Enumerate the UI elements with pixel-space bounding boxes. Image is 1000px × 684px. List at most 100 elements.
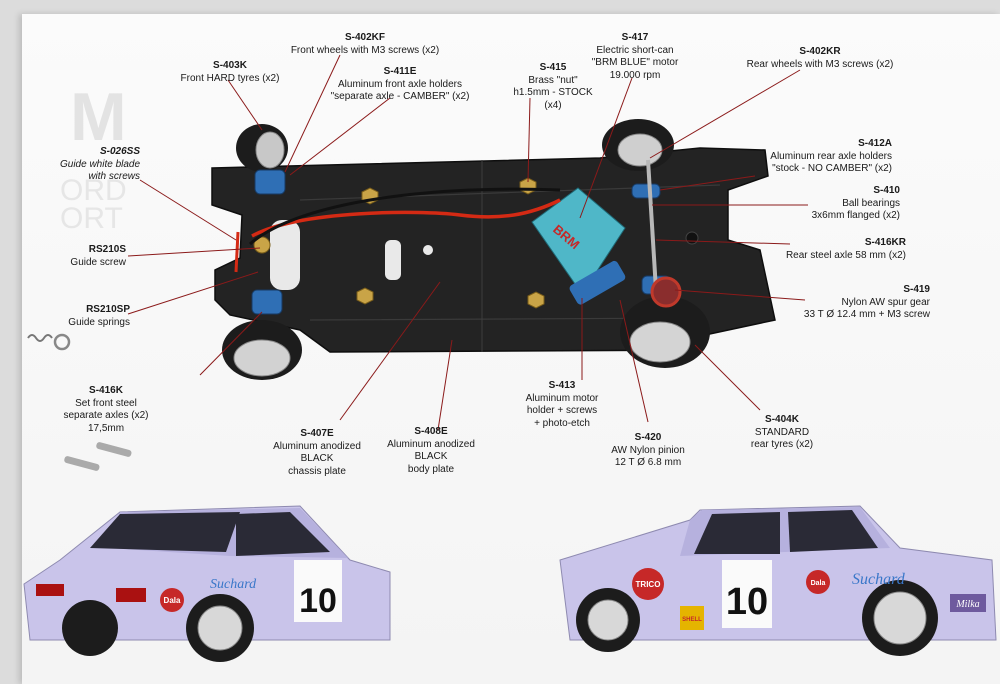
part-code: RS210SP	[86, 304, 130, 315]
car-rear-view	[23, 505, 391, 662]
part-desc: body plate	[407, 463, 455, 475]
part-code: S-407E	[300, 428, 334, 439]
body-post	[685, 231, 699, 245]
label-s404k: S-404K STANDARD rear tyres (x2)	[742, 414, 822, 452]
label-s415: S-415 Brass "nut" h1.5mm - STOCK (x4)	[498, 62, 608, 112]
part-desc: Aluminum rear axle holders	[770, 150, 892, 162]
chassis-hole	[423, 245, 433, 255]
label-s416kr: S-416KR Rear steel axle 58 mm (x2)	[760, 237, 906, 262]
part-code: S-420	[634, 432, 662, 443]
label-s403k: S-403K Front HARD tyres (x2)	[170, 60, 290, 85]
motor: BRM	[531, 187, 626, 305]
part-code: S-403K	[213, 60, 247, 71]
rear-tyre-bottom	[620, 296, 710, 368]
car-front-view	[559, 505, 997, 656]
part-desc: AW Nylon pinion	[611, 444, 685, 456]
part-desc: Set front steel	[75, 397, 137, 409]
part-desc: Ball bearings	[842, 197, 900, 209]
label-s026ss: S-026SS Guide white blade with screws	[60, 146, 140, 184]
dala-decal-front-text: Dala	[811, 580, 826, 587]
part-desc: separate axles (x2)	[63, 410, 149, 421]
milka-decal-text: Milka	[955, 599, 979, 610]
part-code: S-404K	[765, 414, 799, 425]
label-s407e: S-407E Aluminum anodized BLACK chassis p…	[262, 428, 372, 478]
part-desc: Aluminum anodized	[273, 440, 361, 452]
part-code: S-410	[873, 185, 900, 196]
part-desc: "BRM BLUE" motor	[591, 57, 679, 68]
label-s412a: S-412A Aluminum rear axle holders "stock…	[740, 138, 892, 176]
label-s402kf: S-402KF Front wheels with M3 screws (x2)	[270, 32, 460, 57]
watermark-text: ORD	[60, 174, 127, 207]
part-code: S-419	[903, 284, 930, 295]
part-code: S-413	[548, 380, 576, 391]
part-desc: 33 T Ø 12.4 mm + M3 screw	[803, 309, 930, 320]
milka-decal	[950, 594, 986, 612]
part-desc: Front wheels with M3 screws (x2)	[290, 44, 440, 56]
dala-decal-text: Dala	[164, 596, 181, 605]
dala-decal-front	[806, 570, 830, 594]
leader-lines	[127, 54, 808, 431]
trico-decal-text: TRICO	[636, 580, 661, 589]
guide-screw-head	[253, 236, 271, 254]
label-s417: S-417 Electric short-can "BRM BLUE" moto…	[580, 32, 690, 82]
dala-decal	[160, 588, 184, 612]
trico-decal	[632, 568, 664, 600]
red-wire	[251, 198, 561, 238]
label-s420: S-420 AW Nylon pinion 12 T Ø 6.8 mm	[598, 432, 698, 470]
part-code: S-412A	[858, 138, 892, 149]
label-s408e: S-408E Aluminum anodized BLACK body plat…	[376, 426, 486, 476]
part-desc: Front HARD tyres (x2)	[180, 72, 280, 84]
label-rs210sp: RS210SP Guide springs	[50, 304, 130, 329]
part-desc: "separate axle - CAMBER" (x2)	[330, 91, 470, 102]
part-code: S-026SS	[99, 146, 140, 157]
part-code: S-402KF	[344, 32, 385, 43]
shell-decal-text: SHELL	[682, 617, 702, 623]
front-tyre-bottom	[222, 320, 302, 380]
part-desc: Electric short-can	[596, 44, 674, 56]
part-desc: holder + screws	[526, 405, 598, 416]
spur-gear	[650, 276, 682, 308]
watermark-text-2: ORT	[60, 202, 123, 235]
label-s402kr: S-402KR Rear wheels with M3 screws (x2)	[730, 46, 910, 71]
label-s410: S-410 Ball bearings 3x6mm flanged (x2)	[790, 185, 900, 223]
part-code: S-402KR	[799, 46, 841, 57]
car-front-number: 10	[726, 581, 768, 623]
guide-cutout	[270, 220, 300, 290]
part-desc: chassis plate	[288, 465, 346, 477]
part-desc: 3x6mm flanged (x2)	[811, 210, 900, 221]
part-desc: h1.5mm - STOCK	[513, 87, 593, 98]
part-desc: 12 T Ø 6.8 mm	[614, 457, 682, 468]
part-desc: STANDARD	[754, 426, 810, 438]
race-number-panel-front	[722, 560, 772, 628]
part-code: S-416K	[89, 385, 123, 396]
suchard-decal-front: Suchard	[852, 571, 906, 588]
part-desc: Guide screw	[70, 256, 126, 268]
race-number-panel	[294, 560, 342, 622]
front-axle-holders	[251, 169, 286, 315]
watermark-logo: M	[70, 79, 127, 155]
label-s419: S-419 Nylon AW spur gear 33 T Ø 12.4 mm …	[770, 284, 930, 322]
part-desc: Rear steel axle 58 mm (x2)	[785, 249, 906, 261]
guide-springs-part	[27, 333, 71, 351]
front-axles-part	[64, 442, 132, 471]
part-desc: BLACK	[300, 453, 334, 464]
part-code: RS210S	[88, 244, 126, 255]
guide-blade	[234, 231, 240, 273]
part-desc: Guide springs	[68, 316, 130, 328]
part-code: S-415	[539, 62, 567, 73]
part-desc: Rear wheels with M3 screws (x2)	[746, 58, 894, 70]
label-s413: S-413 Aluminum motor holder + screws + p…	[512, 380, 612, 430]
suchard-decal-rear: Suchard	[210, 577, 257, 592]
part-desc: 17,5mm	[87, 422, 125, 434]
part-desc: "stock - NO CAMBER" (x2)	[772, 163, 892, 174]
part-desc: Brass "nut"	[528, 74, 578, 86]
car-rear-number: 10	[299, 582, 337, 620]
label-s411e: S-411E Aluminum front axle holders "sepa…	[320, 66, 480, 104]
part-code: S-416KR	[864, 237, 906, 248]
label-s416k: S-416K Set front steel separate axles (x…	[46, 385, 166, 435]
rear-axle	[646, 159, 658, 291]
part-desc: 19.000 rpm	[609, 69, 661, 81]
part-desc: Nylon AW spur gear	[841, 296, 930, 308]
part-code: S-411E	[383, 66, 417, 77]
part-desc: Guide white blade	[60, 158, 141, 170]
